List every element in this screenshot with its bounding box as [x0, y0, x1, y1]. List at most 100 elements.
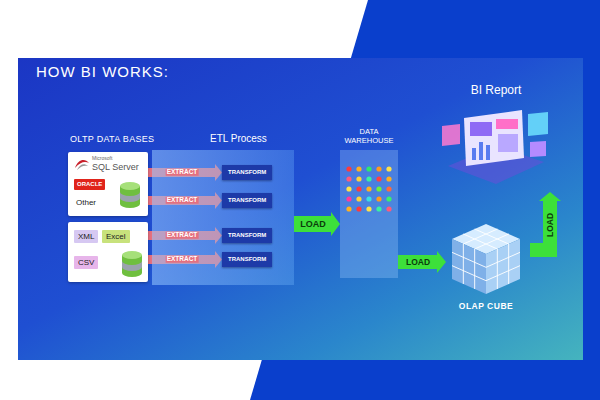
screen	[464, 110, 524, 166]
node-text: OLAP CUBE	[459, 301, 513, 311]
bar	[479, 142, 483, 160]
node-text-holder: TRANSFORM	[228, 232, 266, 239]
transform-box: TRANSFORM	[222, 193, 272, 208]
diagram-title-holder: HOW BI WORKS:	[36, 63, 169, 80]
dot-grid-part	[376, 176, 381, 181]
arrow-label-holder: LOAD	[405, 258, 431, 267]
node-text: TRANSFORM	[228, 169, 266, 175]
node-text: Microsoft	[92, 155, 112, 161]
node-text-holder: OLAP CUBE	[446, 302, 526, 312]
db-top	[122, 251, 142, 259]
cube-grid-part	[474, 249, 475, 289]
arrow-label: EXTRACT	[167, 255, 198, 262]
file-badge: Excel	[102, 230, 130, 243]
logo-swirl	[75, 160, 89, 168]
load-arrow	[398, 251, 446, 273]
arrow-label: EXTRACT	[167, 231, 198, 238]
warehouse-panel: DATA WAREHOUSE	[340, 150, 398, 278]
dot-grid-part	[346, 186, 351, 191]
arrow-head	[437, 251, 446, 273]
dot-grid-part	[356, 196, 361, 201]
cube-grid-part	[452, 252, 486, 267]
bar	[472, 148, 476, 160]
dot-grid-part	[386, 196, 391, 201]
column-heading-holder: OLTP DATA BASES	[70, 134, 154, 144]
cube-grid-part	[463, 234, 497, 249]
dot-grid-part	[366, 186, 371, 191]
main-panel	[18, 58, 583, 360]
floating-card	[528, 112, 548, 136]
db-band	[120, 192, 140, 202]
cube-left	[452, 239, 486, 294]
node-text: ETL Process	[210, 133, 267, 144]
node-text: Other	[76, 198, 96, 207]
node-text: TRANSFORM	[228, 232, 266, 238]
arrow-label-holder: LOAD	[546, 212, 555, 238]
load-arrow	[294, 212, 340, 236]
dot-grid-part	[346, 206, 351, 211]
floating-card	[530, 141, 546, 157]
bi-report: BI Report	[432, 84, 564, 192]
arrow-label-holder: LOAD	[299, 220, 327, 229]
node-text: CSV	[78, 258, 94, 267]
transform-box: TRANSFORM	[222, 228, 272, 243]
cube-grid	[452, 229, 520, 289]
node-text: SQL Server	[92, 162, 139, 172]
column-heading: OLTP DATA BASES	[70, 134, 154, 144]
cube-grid-part	[475, 229, 509, 244]
dot-grid-part	[366, 166, 371, 171]
database-icon	[120, 249, 144, 279]
sql-server-logo	[74, 157, 90, 171]
transform-box: TRANSFORM	[222, 165, 272, 180]
card	[470, 122, 492, 136]
arrow-label: LOAD	[545, 213, 555, 237]
arrow-head	[331, 212, 340, 236]
dot-grid-part	[356, 176, 361, 181]
node-text-holder: BI Report	[432, 84, 560, 98]
arrow-label-holder: EXTRACT	[166, 232, 199, 239]
node-text: ORACLE	[77, 181, 102, 187]
card	[496, 119, 518, 129]
dot-grid-part	[356, 186, 361, 191]
data-dots	[344, 164, 394, 214]
dot-grid-part	[386, 176, 391, 181]
arrow-label-holder: EXTRACT	[166, 256, 199, 263]
arrow-body	[398, 255, 438, 269]
file-badge: XML	[74, 230, 98, 243]
transform-box: TRANSFORM	[222, 252, 272, 267]
oracle-badge: ORACLE	[74, 179, 105, 190]
dot-grid-part	[386, 206, 391, 211]
dot-grid-part	[376, 186, 381, 191]
arrow-body	[294, 216, 332, 232]
dot-grid	[346, 166, 391, 211]
node-text-holder: XML	[78, 232, 94, 241]
node-text: BI Report	[471, 83, 522, 97]
dot-grid-part	[346, 166, 351, 171]
dashboard-illustration	[438, 104, 554, 190]
cube-grid-part	[508, 244, 509, 284]
load-arrow	[530, 192, 561, 250]
cube-grid-part	[463, 244, 464, 284]
node-text: DATA WAREHOUSE	[345, 127, 394, 145]
node-text-holder: Other	[76, 198, 96, 207]
arrow-label: EXTRACT	[167, 196, 198, 203]
cube-grid-part	[497, 249, 498, 289]
db-band	[122, 261, 142, 271]
cube-right	[486, 239, 520, 294]
bar	[498, 134, 518, 152]
node-text: XML	[78, 232, 94, 241]
node-text-holder: TRANSFORM	[228, 169, 266, 176]
dot-grid-part	[346, 196, 351, 201]
dot-grid-part	[386, 166, 391, 171]
floating-card	[442, 124, 460, 146]
node-text-holder: ORACLE	[77, 181, 102, 188]
source-box: MicrosoftSQL ServerOther ORACLE	[68, 152, 148, 216]
arrow-head	[539, 192, 561, 201]
node-text-holder: ETL Process	[210, 133, 267, 145]
node-text: TRANSFORM	[228, 256, 266, 262]
arrow-label-holder: EXTRACT	[166, 169, 199, 176]
logo-swirl	[77, 164, 88, 170]
olap-cube-illustration	[446, 222, 526, 298]
node-text-holder: TRANSFORM	[228, 256, 266, 263]
